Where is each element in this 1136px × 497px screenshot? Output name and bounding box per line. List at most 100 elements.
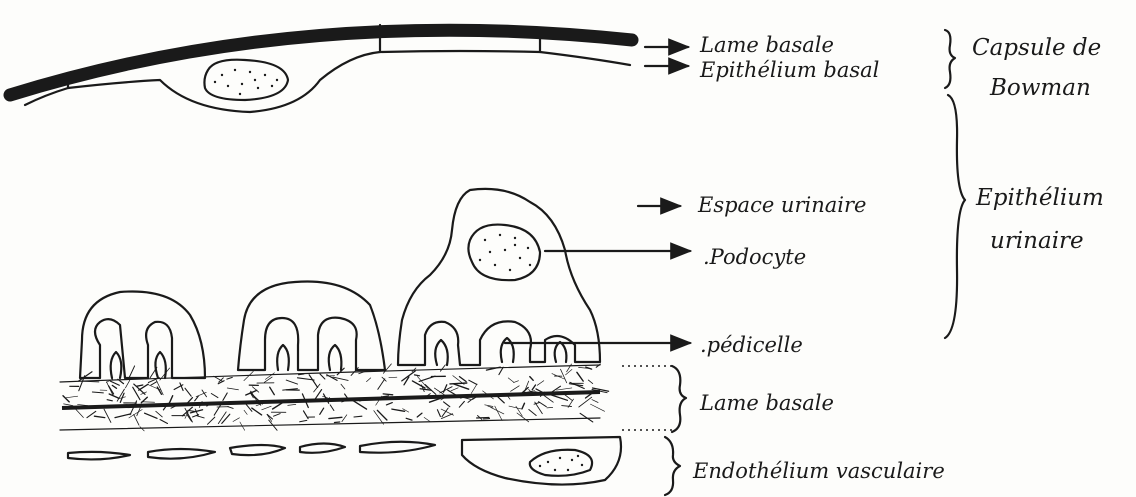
basal-lamina-fiber <box>309 375 317 388</box>
basal-lamina-fiber <box>580 413 593 422</box>
basal-lamina-fiber <box>557 388 572 390</box>
label-epithelium-urinaire-line1: Epithélium <box>975 185 1104 211</box>
basal-lamina-fiber <box>125 380 129 388</box>
basal-lamina-fiber <box>590 404 604 411</box>
podocyte-cell-3 <box>398 189 600 365</box>
basal-lamina-fiber <box>107 400 112 401</box>
basal-lamina-fiber <box>509 406 522 409</box>
basal-lamina-fiber <box>392 409 405 411</box>
pedicelle <box>501 338 514 362</box>
basal-lamina-fiber <box>544 396 553 403</box>
podocyte-cell-1 <box>80 291 205 378</box>
basal-lamina-fiber <box>389 377 397 378</box>
basal-lamina-fiber <box>244 410 247 414</box>
basal-lamina-fiber <box>134 414 139 425</box>
basal-lamina-fiber <box>157 387 161 394</box>
basal-lamina-fiber <box>377 410 387 420</box>
basal-lamina-fiber <box>342 415 347 422</box>
basal-lamina-fiber <box>195 396 199 401</box>
pedicelle <box>435 340 448 365</box>
basal-lamina-fiber <box>208 417 215 424</box>
basal-lamina-fiber <box>562 406 572 407</box>
basal-lamina-fiber <box>300 420 307 421</box>
label-arrows <box>505 47 690 343</box>
pedicelle <box>555 342 567 362</box>
basal-lamina-fiber <box>137 407 141 415</box>
basal-lamina-fiber <box>378 379 385 389</box>
basal-lamina-fiber <box>451 388 458 391</box>
label-endothelium: Endothélium vasculaire <box>692 459 945 483</box>
basal-lamina-fiber <box>354 416 362 417</box>
pedicelle <box>329 345 342 370</box>
basal-lamina-fiber <box>469 380 477 384</box>
basal-lamina-fiber <box>539 402 547 407</box>
basal-lamina-fiber <box>532 385 535 390</box>
basal-lamina-fiber <box>592 400 598 403</box>
basal-lamina-fiber <box>495 406 502 420</box>
basal-lamina-fiber <box>547 407 553 408</box>
basal-lamina-fiber <box>437 410 440 417</box>
basal-lamina-fiber <box>424 417 430 421</box>
basal-lamina-fiber <box>211 394 218 398</box>
basal-lamina-fiber <box>517 413 529 422</box>
basal-lamina-fiber <box>537 381 544 386</box>
basal-lamina-fiber <box>329 417 342 418</box>
label-espace-urinaire: Espace urinaire <box>697 193 866 217</box>
basal-lamina-fiber <box>508 378 514 382</box>
basal-lamina-fiber <box>460 377 467 382</box>
basal-lamina-fiber <box>406 418 412 420</box>
basal-lamina-fiber <box>444 385 447 392</box>
glomerular-basal-lamina <box>60 364 609 431</box>
basal-lamina-fiber <box>160 420 168 424</box>
podocyte-nucleus <box>468 225 540 281</box>
basal-lamina-fiber <box>63 396 69 402</box>
basal-lamina-fiber <box>214 404 221 415</box>
brace-endothelium <box>665 437 680 495</box>
basal-lamina-fiber <box>498 397 504 403</box>
basal-lamina-fiber <box>94 416 104 417</box>
vascular-endothelium <box>68 437 621 485</box>
basal-lamina-fiber <box>288 404 296 405</box>
basal-lamina-fiber <box>341 384 345 389</box>
basal-lamina-fiber <box>222 414 230 423</box>
basal-lamina-fiber <box>320 374 325 379</box>
basal-lamina-fiber <box>453 384 468 389</box>
basal-lamina-fiber <box>579 397 592 407</box>
basal-lamina-fiber <box>64 404 73 406</box>
endothelial-segment <box>148 449 215 459</box>
endothelial-cell <box>462 437 621 485</box>
basal-lamina-fiber <box>477 417 489 418</box>
basal-lamina-fiber <box>320 408 324 414</box>
brace-epithelium-urinaire <box>945 95 965 338</box>
basal-lamina-fiber <box>262 406 272 410</box>
basal-lamina-fiber <box>588 380 592 384</box>
basal-lamina-fiber <box>227 377 233 379</box>
basal-lamina-fiber <box>353 400 367 409</box>
basal-lamina-fiber <box>112 385 116 388</box>
basal-lamina-fiber <box>514 381 519 383</box>
basal-lamina-fiber <box>185 388 191 396</box>
basal-lamina-fiber <box>151 382 157 386</box>
label-lame-basale-top: Lame basale <box>699 33 834 57</box>
basal-lamina-fiber <box>156 411 163 417</box>
podocyte-cell-2 <box>238 281 385 370</box>
endothelial-segment <box>300 444 345 453</box>
basal-lamina-fiber <box>417 413 422 417</box>
basal-lamina-fiber <box>335 422 340 423</box>
basal-lamina-fiber <box>374 411 384 425</box>
basal-lamina-fiber <box>145 413 157 418</box>
basal-lamina-fiber <box>522 403 525 409</box>
basal-lamina-fiber <box>419 376 435 381</box>
basal-lamina-fiber <box>551 395 567 400</box>
capsule-nucleus-chromatin <box>214 69 278 95</box>
basal-lamina-fiber <box>577 372 583 381</box>
bowman-capsule <box>10 25 632 112</box>
pedicelle <box>111 352 122 378</box>
basal-lamina-fiber <box>104 409 111 422</box>
label-capsule-line2: Bowman <box>989 75 1091 101</box>
label-epithelium-urinaire-line2: urinaire <box>990 228 1084 254</box>
endothelial-segment <box>230 445 285 455</box>
basal-lamina-fiber <box>386 403 392 405</box>
label-capsule-line1: Capsule de <box>972 35 1101 61</box>
basal-lamina-fiber <box>202 390 207 397</box>
